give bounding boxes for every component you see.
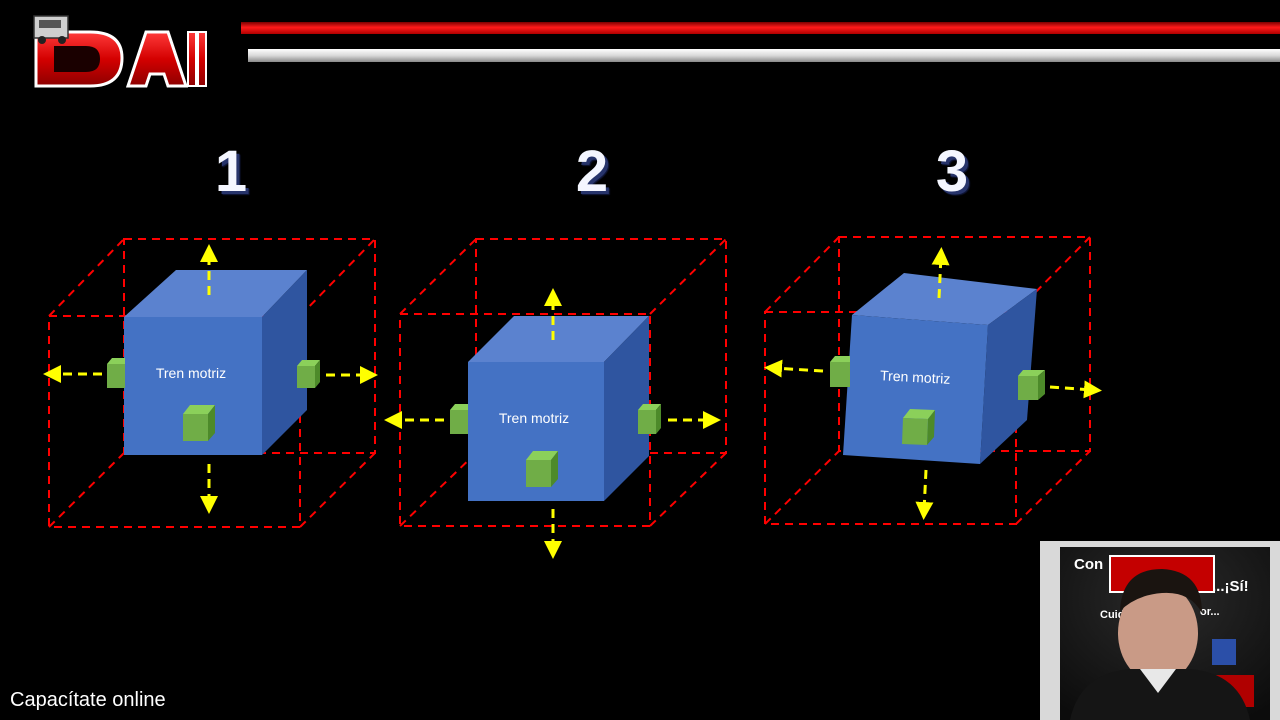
background-object xyxy=(1212,639,1236,665)
vibration-arrows-3 xyxy=(764,247,1102,520)
diagram-2: Tren motriz xyxy=(384,238,727,559)
engine-mount-3 xyxy=(902,409,935,445)
banner-text-line2-start: Cuid xyxy=(1100,609,1124,621)
cube-label-3: Tren motriz xyxy=(880,367,951,387)
truck-icon xyxy=(33,15,69,44)
scenario-number-2: 2 xyxy=(575,139,609,204)
diagram-3: Tren motriz xyxy=(764,236,1102,525)
banner-text-line2-end: or... xyxy=(1200,606,1220,618)
engine-mount-2-left xyxy=(450,404,468,434)
cube-label-1: Tren motriz xyxy=(156,365,226,381)
engine-mount-1-left xyxy=(107,358,125,388)
engine-mount-2-right xyxy=(638,404,661,434)
header-silver-bar xyxy=(248,49,1280,62)
scenario-number-3: 3 xyxy=(935,139,969,204)
banner-text-suffix: ...¡Sí! xyxy=(1212,578,1249,595)
webcam-inset: Con ...¡Sí! Cuid or... xyxy=(1040,541,1280,720)
powertrain-cube-3 xyxy=(843,273,1037,464)
engine-mount-2 xyxy=(526,451,558,487)
footer-caption: Capacítate online xyxy=(10,689,166,711)
engine-mount-1-right xyxy=(297,360,320,388)
banner-text-prefix: Con xyxy=(1074,556,1103,573)
cube-label-2: Tren motriz xyxy=(499,410,569,426)
scenario-number-1: 1 xyxy=(214,139,248,204)
diagram-1: Tren motriz xyxy=(43,238,378,528)
presenter xyxy=(1070,569,1250,720)
powertrain-cube-1 xyxy=(124,270,307,455)
engine-mount-3-right xyxy=(1018,370,1045,400)
dai-logo xyxy=(33,15,207,88)
engine-mount-3-left xyxy=(830,356,850,387)
powertrain-cube-2 xyxy=(468,316,649,501)
vibration-arrows-2 xyxy=(384,288,721,559)
header-red-bar xyxy=(241,22,1280,34)
vibration-arrows-1 xyxy=(43,244,378,514)
engine-mount-1 xyxy=(183,405,215,441)
